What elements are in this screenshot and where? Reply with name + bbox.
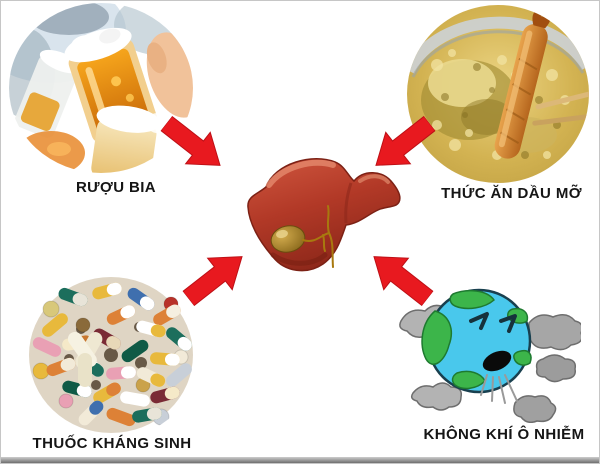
bottom-frame-edge <box>1 457 599 463</box>
arrow-antibiotics-to-liver <box>175 238 257 316</box>
label-fatty-food: THỨC ĂN DẦU MỠ <box>441 185 582 202</box>
label-air-pollution: KHÔNG KHÍ Ô NHIỄM <box>423 426 585 443</box>
arrow-alcohol-to-liver <box>153 106 235 184</box>
fried-food-illustration <box>407 5 589 183</box>
label-antibiotics: THUỐC KHÁNG SINH <box>32 435 192 452</box>
arrow-air-pollution-to-liver <box>359 238 441 316</box>
pills-photo <box>21 267 201 439</box>
liver-illustration <box>233 151 405 281</box>
pills-illustration <box>21 267 201 439</box>
fried-food-photo <box>407 5 589 183</box>
earth-illustration <box>399 288 583 424</box>
arrow-fatty-food-to-liver <box>361 106 443 184</box>
beer-toast-illustration <box>9 3 193 173</box>
beer-toast-photo <box>9 3 193 173</box>
label-alcohol: RƯỢU BIA <box>75 179 157 196</box>
polluted-earth-cartoon <box>397 281 583 424</box>
liver-svg <box>247 158 401 272</box>
